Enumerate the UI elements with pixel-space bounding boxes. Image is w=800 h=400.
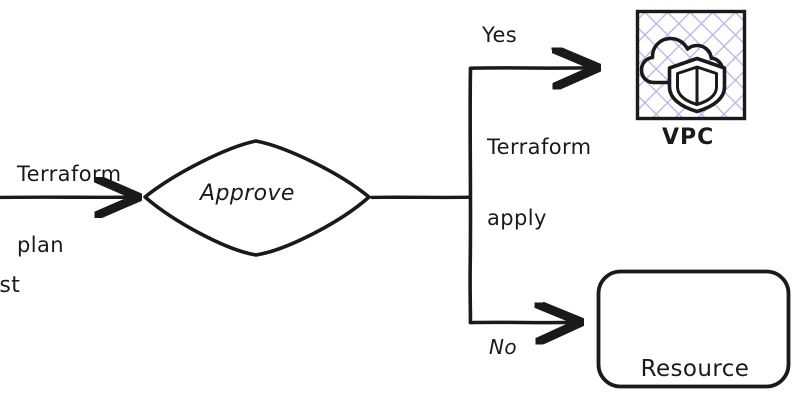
node-label-approve: Approve [200,181,295,206]
node-resource-not-created-box[interactable] [596,269,791,389]
clipped-actor-label: yst [0,273,21,298]
node-vpc-icon-box[interactable] [635,9,747,121]
edge-label-terraform-plan: Terraform plan [17,162,122,257]
edge-label-yes: Yes [482,23,518,47]
shield-icon [667,56,727,114]
node-label-vpc: VPC [662,125,715,150]
node-label-resource-not-created: Resource not created [640,355,750,382]
edge-label-terraform-apply: Terraform apply [487,135,592,230]
node-approve-diamond[interactable] [143,139,371,257]
edge-decision-split [370,66,473,325]
edge-label-no: No [489,335,517,359]
